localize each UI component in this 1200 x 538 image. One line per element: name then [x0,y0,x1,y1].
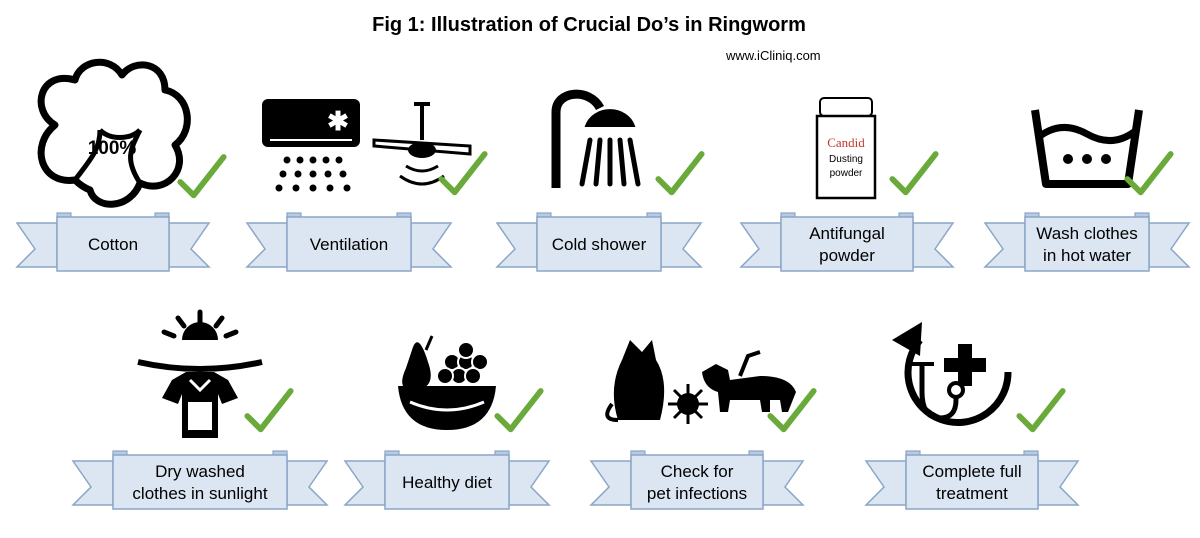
item-pet-infections [605,340,813,429]
ribbon-label-cotton: Cotton [88,235,138,254]
wash-basin-icon [1031,109,1143,188]
ribbon-label-cold-shower: Cold shower [552,235,647,254]
stethoscope-cross-icon [892,322,1012,426]
ribbon-label-wash-clothes: in hot water [1043,246,1131,265]
item-cotton: 100% [37,58,224,208]
ribbon-banner: Complete full treatment [864,450,1080,510]
ribbon-label-dry-clothes: Dry washed [155,462,245,481]
check-mark-icon [497,391,540,429]
check-mark-icon [658,154,701,192]
ribbon-banner: Wash clothes in hot water [983,212,1191,272]
check-mark-icon [180,157,223,195]
ribbon-label-pet-infections: pet infections [647,484,747,503]
item-wash-clothes [1031,109,1171,192]
ribbon-label-ventilation: Ventilation [310,235,388,254]
ribbon-label-dry-clothes: clothes in sunlight [132,484,267,503]
air-conditioner-and-fan-icon: ✱ [262,99,472,192]
shower-icon [551,89,641,188]
ribbon-banner: Healthy diet [343,450,551,510]
powder-bottle-icon: Candid Dusting powder [815,97,877,200]
figure-title: Fig 1: Illustration of Crucial Do’s in R… [372,14,806,36]
ribbon-banner: Dry washed clothes in sunlight [71,450,329,510]
fruit-bowl-icon [398,335,496,430]
ribbon-banner: Antifungal powder [739,212,955,272]
item-healthy-diet [398,335,541,430]
svg-text:✱: ✱ [327,106,349,136]
ribbon-label-pet-infections: Check for [661,462,734,481]
ribbon-label-antifungal-powder: powder [819,246,875,265]
cotton-icon [37,58,191,208]
item-full-treatment [892,322,1063,429]
ribbon-label-healthy-diet: Healthy diet [402,473,492,492]
check-mark-icon [247,391,290,429]
powder-type-text: Dusting [829,154,863,165]
ribbon-label-antifungal-powder: Antifungal [809,224,885,243]
ribbon-banner: Cold shower [495,212,703,272]
item-dry-clothes [137,309,291,438]
check-mark-icon [892,154,935,192]
check-mark-icon [1019,391,1062,429]
ribbon-banner: Ventilation [245,212,453,272]
item-antifungal-powder: Candid Dusting powder [815,97,936,200]
source-credit: www.iCliniq.com [726,48,821,63]
powder-brand-text: Candid [827,135,865,150]
item-ventilation: ✱ [262,99,485,192]
ribbon-banner: Check for pet infections [589,450,805,510]
ribbon-label-wash-clothes: Wash clothes [1036,224,1137,243]
ribbon-label-full-treatment: treatment [936,484,1008,503]
item-cold-shower [551,89,702,192]
ribbon-banner: Cotton [15,212,211,272]
ribbon-label-full-treatment: Complete full [922,462,1021,481]
cat-dog-virus-icon [605,340,796,424]
cotton-percentage-text: 100% [88,138,137,159]
sun-and-shirt-icon [137,309,263,438]
powder-word-text: powder [830,168,863,179]
check-mark-icon [441,154,484,192]
